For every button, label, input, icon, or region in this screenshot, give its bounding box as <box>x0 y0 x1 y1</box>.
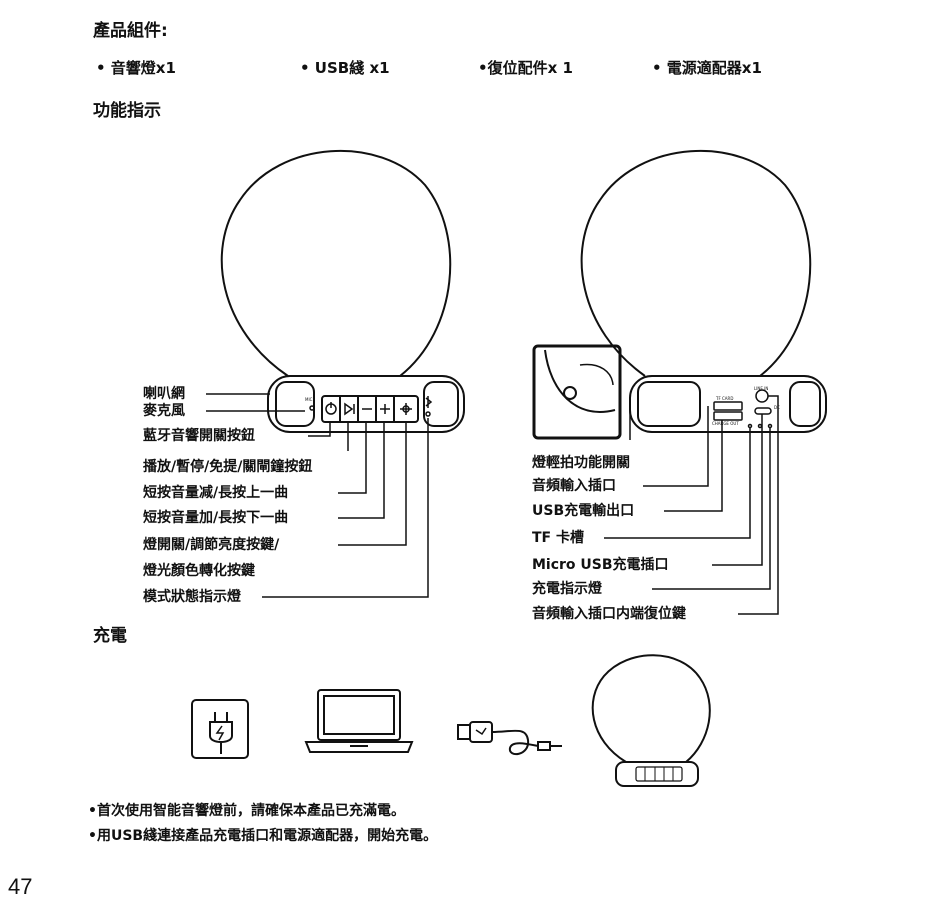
label-play-pause-button: 播放/暫停/免提/關閘鐘按鈕 <box>143 459 312 475</box>
label-reset-key: 音頻輸入插口内端復位鍵 <box>532 606 686 622</box>
component-item-speaker-lamp: • 音響燈x1 <box>96 57 176 78</box>
lamp-charging-icon <box>593 655 710 786</box>
label-microphone: 麥克風 <box>143 403 185 419</box>
mark-mic: MIC <box>305 397 312 402</box>
charging-note-2: •用USB綫連接產品充電插口和電源適配器，開始充電。 <box>88 825 437 845</box>
label-usb-output: USB充電輸出口 <box>532 503 634 519</box>
label-charge-indicator: 充電指示燈 <box>532 581 602 597</box>
charging-heading: 充電 <box>93 621 127 646</box>
power-adapter-icon <box>192 700 248 758</box>
label-mode-indicator: 模式狀態指示燈 <box>143 589 241 605</box>
component-item-power-adapter: • 電源適配器x1 <box>652 57 762 78</box>
component-item-usb-cable: • USB綫 x1 <box>300 57 390 78</box>
label-light-color-button: 燈光顏色轉化按鍵 <box>143 563 255 579</box>
label-light-button: 燈開關/調節亮度按鍵/ <box>143 537 279 553</box>
mark-line-in: LINE IN <box>754 386 768 391</box>
components-heading: 產品組件: <box>93 16 168 41</box>
label-micro-usb-port: Micro USB充電插口 <box>532 557 669 573</box>
laptop-icon <box>306 690 412 752</box>
page-number: 47 <box>8 874 32 900</box>
label-tap-switch: 燈輕拍功能開關 <box>532 455 630 471</box>
tap-switch-inset <box>534 346 620 438</box>
label-bluetooth-power-button: 藍牙音響開關按鈕 <box>143 428 255 444</box>
functions-heading: 功能指示 <box>93 96 161 121</box>
mark-tf-card: TF CARD <box>716 396 733 401</box>
label-audio-input: 音頻輸入插口 <box>532 478 616 494</box>
mark-dc: DC <box>774 405 780 410</box>
usb-cable-icon <box>458 722 562 754</box>
lamp-front-drawing <box>222 151 464 432</box>
label-speaker-grille: 喇叭網 <box>143 386 185 402</box>
component-item-reset-tool: •復位配件x 1 <box>478 57 573 78</box>
mark-charge-out: CHARGE OUT <box>712 421 739 426</box>
charging-note-1: •首次使用智能音響燈前，請確保本產品已充滿電。 <box>88 800 405 820</box>
lamp-back-drawing <box>582 151 826 432</box>
label-volume-up-button: 短按音量加/長按下一曲 <box>143 510 288 526</box>
label-tf-card-slot: TF 卡槽 <box>532 530 584 546</box>
label-volume-down-button: 短按音量减/長按上一曲 <box>143 485 288 501</box>
